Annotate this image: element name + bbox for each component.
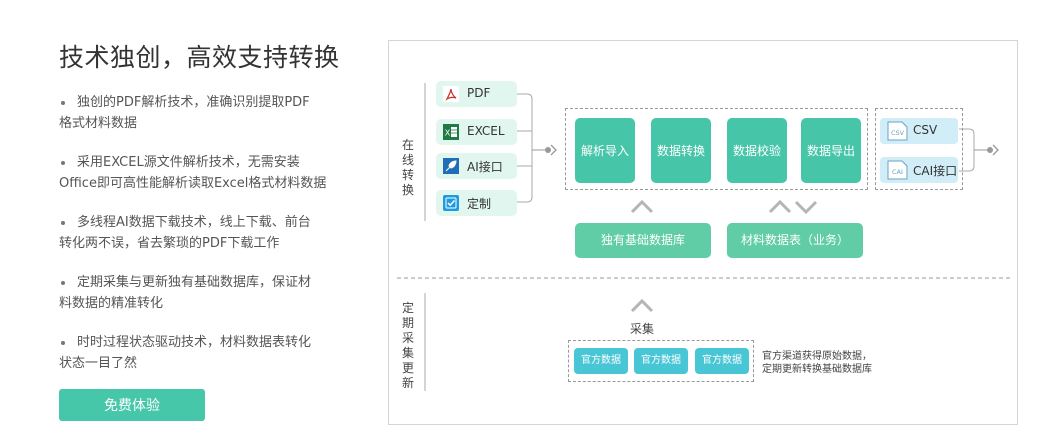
cai-file-icon: CAI bbox=[887, 160, 908, 180]
step-data-verify: 数据校验 bbox=[727, 118, 787, 183]
excel-icon: X bbox=[443, 124, 459, 140]
output-csv-label: CSV bbox=[913, 123, 938, 137]
official-data-source: 官方数据 bbox=[574, 348, 628, 374]
csv-file-icon: CSV bbox=[887, 121, 908, 141]
chevron-down-icon bbox=[794, 200, 818, 215]
connector-arrow bbox=[550, 144, 557, 156]
feature-item: 定期采集与更新独有基础数据库，保证材料数据的精准转化 bbox=[59, 275, 312, 311]
bullet-dot bbox=[61, 280, 65, 285]
collect-label: 采集 bbox=[630, 322, 655, 336]
material-data-table: 材料数据表（业务） bbox=[727, 223, 863, 258]
input-pdf[interactable]: PDF bbox=[436, 81, 517, 107]
diagram-connectors bbox=[397, 83, 1011, 391]
bullet-dot bbox=[61, 340, 65, 345]
page-title: 技术独创，高效支持转换 bbox=[59, 43, 340, 72]
connector-dot bbox=[545, 147, 551, 153]
basic-database: 独有基础数据库 bbox=[575, 223, 711, 258]
feature-item: 多线程AI数据下载技术，线上下载、前台转化两不误，省去繁琐的PDF下载工作 bbox=[59, 215, 311, 251]
connector-arrow bbox=[992, 144, 999, 156]
custom-check-icon bbox=[443, 195, 459, 211]
source-note: 官方渠道获得原始数据，定期更新转换基础数据库 bbox=[762, 351, 872, 375]
official-data-source: 官方数据 bbox=[695, 348, 749, 374]
chevron-up-icon bbox=[630, 298, 654, 313]
connector-dot bbox=[987, 147, 993, 153]
output-cai[interactable]: CAI CAI接口 bbox=[880, 157, 958, 183]
svg-text:X: X bbox=[445, 129, 451, 138]
input-ai[interactable]: AI接口 bbox=[436, 153, 517, 179]
source-group bbox=[568, 340, 754, 382]
pdf-icon bbox=[443, 86, 459, 102]
conversion-diagram: 在线转换 定期采集更新 PDF X EXCEL AI接口 定制 bbox=[388, 40, 1018, 425]
step-data-export: 数据导出 bbox=[801, 118, 861, 183]
process-group bbox=[565, 108, 868, 190]
bullet-dot bbox=[61, 100, 65, 105]
output-group bbox=[875, 108, 963, 190]
svg-text:CSV: CSV bbox=[891, 129, 905, 137]
periodic-update-label: 定期采集更新 bbox=[401, 301, 414, 390]
bullet-dot bbox=[61, 160, 65, 165]
input-bracket bbox=[517, 93, 533, 203]
input-pdf-label: PDF bbox=[467, 86, 491, 100]
feature-item: 时时过程状态驱动技术，材料数据表转化状态一目了然 bbox=[59, 335, 312, 371]
chevron-up-icon bbox=[630, 199, 654, 214]
input-excel[interactable]: X EXCEL bbox=[436, 119, 517, 145]
official-data-source: 官方数据 bbox=[634, 348, 688, 374]
input-custom-label: 定制 bbox=[467, 197, 492, 211]
free-trial-button[interactable]: 免费体验 bbox=[59, 389, 205, 421]
input-ai-label: AI接口 bbox=[467, 160, 503, 174]
bullet-dot bbox=[61, 220, 65, 225]
input-custom[interactable]: 定制 bbox=[436, 190, 517, 216]
svg-text:CAI: CAI bbox=[892, 168, 903, 176]
step-parse-import: 解析导入 bbox=[575, 118, 635, 183]
online-conversion-label: 在线转换 bbox=[401, 138, 414, 197]
chevron-up-icon bbox=[768, 199, 792, 214]
ai-interface-icon bbox=[443, 158, 459, 174]
output-cai-label: CAI接口 bbox=[913, 164, 958, 178]
input-excel-label: EXCEL bbox=[467, 124, 505, 138]
output-csv[interactable]: CSV CSV bbox=[880, 118, 958, 144]
step-data-convert: 数据转换 bbox=[651, 118, 711, 183]
